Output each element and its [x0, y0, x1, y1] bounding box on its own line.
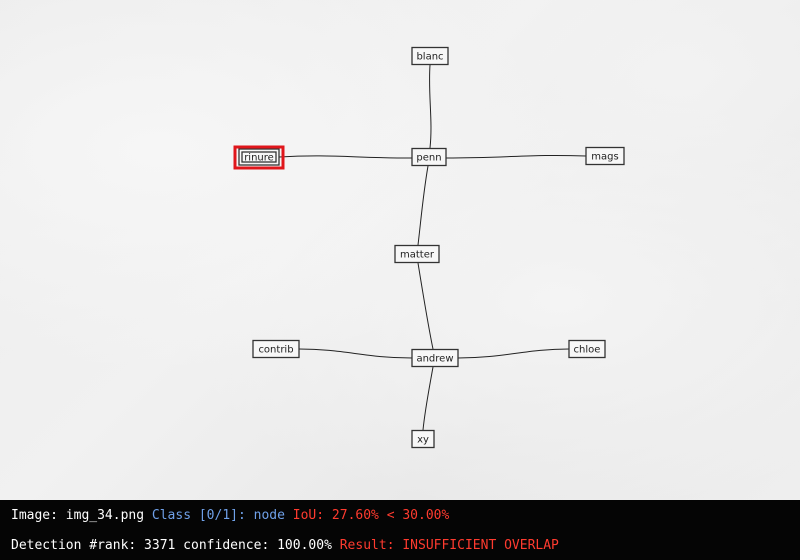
node-xy[interactable]: xy [411, 429, 435, 449]
node-matter[interactable]: matter [394, 244, 440, 264]
node-layer: blanc rinure penn mags matter contrib andrew ch… [238, 46, 625, 449]
node-penn[interactable]: penn [411, 147, 447, 167]
node-chloe[interactable]: chloe [568, 339, 606, 359]
node-andrew[interactable]: andrew [411, 348, 459, 368]
node-box [411, 429, 435, 449]
status-line-2: Detection #rank: 3371 confidence: 100.00… [11, 538, 559, 553]
iou-label: IoU: 27.60% < 30.00% [292, 508, 450, 523]
edge-andrew-contrib [298, 348, 413, 359]
edge-penn-blanc [429, 64, 432, 149]
class-label: Class [0/1]: node [151, 508, 285, 523]
node-label: matter [400, 250, 435, 261]
node-label: blanc [416, 52, 443, 63]
node-box [411, 46, 449, 66]
node-label: rinure [244, 153, 274, 164]
detection-box [233, 145, 285, 170]
edge-penn-mags [445, 154, 587, 159]
node-blanc[interactable]: blanc [411, 46, 449, 66]
node-rinure[interactable]: rinure [238, 148, 280, 166]
node-box [411, 348, 459, 368]
image-label: Image: img_34.png [11, 508, 145, 523]
edge-matter-andrew [417, 262, 434, 350]
node-box [411, 147, 447, 167]
node-label: chloe [574, 345, 601, 356]
status-bar: Image: img_34.png Class [0/1]: node IoU:… [0, 500, 800, 560]
result-label: Result: INSUFFICIENT OVERLAP [339, 538, 559, 553]
node-label: xy [417, 435, 429, 446]
edge-penn-matter [417, 165, 429, 246]
node-box [568, 339, 606, 359]
node-label: contrib [258, 345, 293, 356]
node-label: mags [591, 152, 618, 163]
diagram-canvas: blanc rinure penn mags matter contrib andrew ch… [0, 0, 800, 500]
node-graph: blanc rinure penn mags matter contrib andrew ch… [233, 46, 625, 449]
node-box [585, 146, 625, 166]
detection-overlay [233, 145, 285, 170]
edge-penn-rinure [278, 155, 413, 159]
node-contrib[interactable]: contrib [252, 339, 300, 359]
node-label: andrew [416, 354, 453, 365]
edge-andrew-chloe [457, 348, 570, 359]
node-box [252, 339, 300, 359]
node-label: penn [416, 153, 441, 164]
detection-label: Detection #rank: 3371 confidence: 100.00… [11, 538, 332, 553]
edge-andrew-xy [422, 366, 434, 431]
node-box [394, 244, 440, 264]
status-line-1: Image: img_34.png Class [0/1]: node IoU:… [11, 508, 449, 523]
node-mags[interactable]: mags [585, 146, 625, 166]
edge-layer [278, 64, 587, 431]
selection-highlight [241, 151, 277, 163]
